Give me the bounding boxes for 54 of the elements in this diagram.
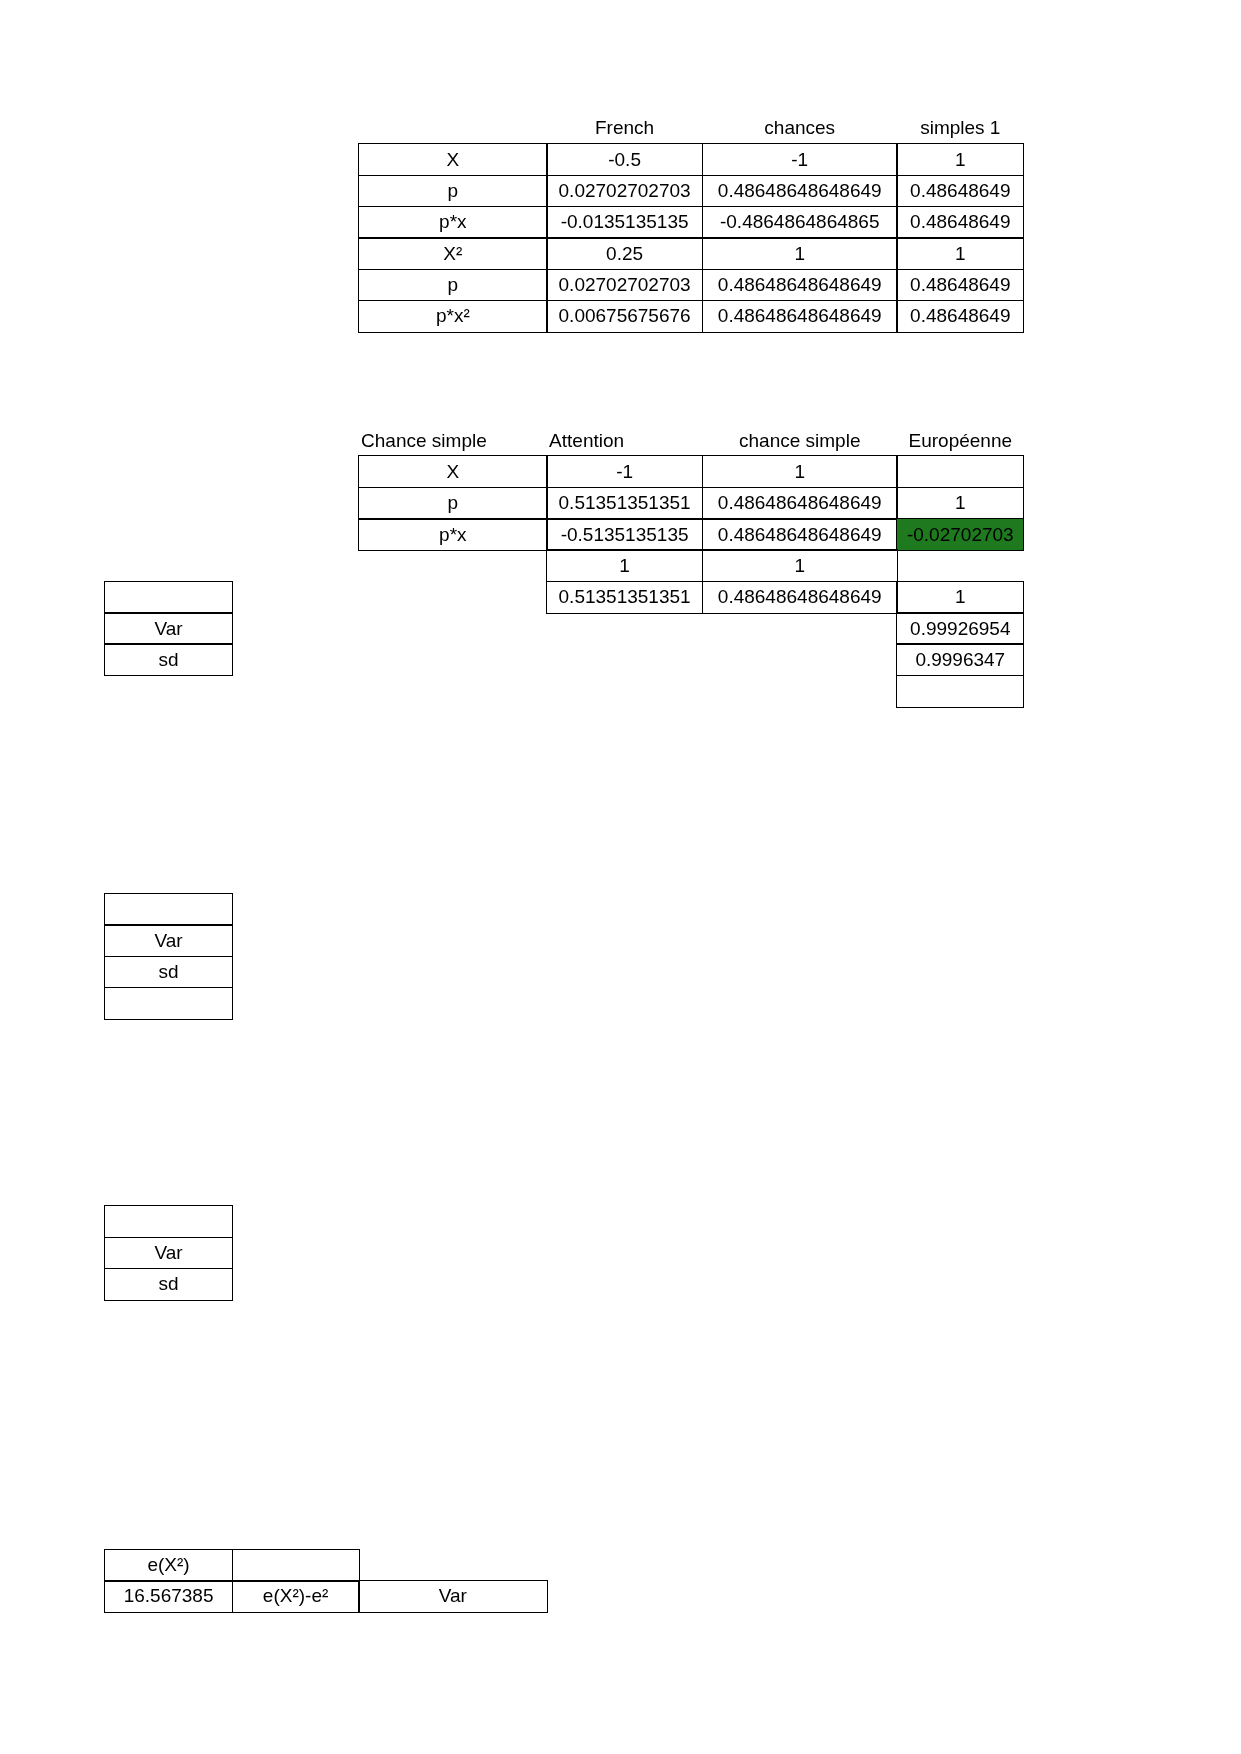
table-cell: 0.48648648648649: [701, 518, 898, 551]
table-cell: -0.5135135135: [546, 518, 704, 551]
table-cell: 0.99926954: [896, 612, 1025, 645]
table-cell: e(X²)-e²: [231, 1580, 360, 1613]
table-cell: -0.5: [546, 143, 704, 177]
table-cell: 1: [896, 143, 1025, 177]
table-cell: 1: [701, 455, 898, 489]
table-cell: 0.48648649: [896, 299, 1025, 333]
table-cell: 0.00675675676: [546, 299, 704, 333]
column-header: chance simple: [738, 428, 862, 453]
table-cell: 1: [701, 549, 898, 583]
table-cell: 0.51351351351: [546, 580, 704, 614]
highlighted-cell: -0.02702703: [896, 518, 1025, 551]
table-cell: p: [358, 174, 548, 208]
table-cell: -1: [701, 143, 898, 177]
table-cell: p*x: [358, 205, 548, 239]
table-cell: 0.48648649: [896, 174, 1025, 208]
table-cell: 1: [546, 549, 704, 583]
table-cell: X: [358, 143, 548, 177]
table-cell: p*x: [358, 518, 548, 551]
table-cell: p*x²: [358, 299, 548, 333]
table-cell: 0.48648648648649: [701, 486, 898, 520]
table-cell: 1: [701, 237, 898, 271]
table-cell: p: [358, 268, 548, 302]
table-cell: Var: [358, 1580, 548, 1613]
table-cell: sd: [104, 1267, 234, 1301]
table-cell: 1: [896, 237, 1025, 271]
table-cell: Var: [104, 924, 234, 958]
table-cell: 0.48648649: [896, 205, 1025, 239]
table-cell: 0.51351351351: [546, 486, 704, 520]
table-cell: Var: [104, 1236, 234, 1270]
table-cell: sd: [104, 955, 234, 989]
table-cell: 16.567385: [104, 1580, 234, 1613]
table-cell: sd: [104, 643, 234, 677]
column-header: French: [594, 116, 656, 141]
column-header: Chance simple: [360, 428, 488, 453]
column-header: chances: [763, 116, 837, 141]
column-header: Attention: [548, 428, 626, 453]
column-header: simples 1: [919, 116, 1002, 141]
table-cell: p: [358, 486, 548, 520]
table-cell: -0.4864864864865: [701, 205, 898, 239]
table-cell: 0.48648649: [896, 268, 1025, 302]
table-cell: 0.48648648648649: [701, 299, 898, 333]
table-cell: 0.9996347: [896, 643, 1025, 677]
table-cell: Var: [104, 612, 234, 645]
table-cell: 0.25: [546, 237, 704, 271]
table-cell: -1: [546, 455, 704, 489]
column-header: Européenne: [907, 428, 1014, 453]
table-cell: X²: [358, 237, 548, 271]
table-cell: 1: [896, 580, 1025, 614]
table-cell: -0.0135135135: [546, 205, 704, 239]
table-cell: e(X²): [104, 1548, 234, 1582]
table-cell: X: [358, 455, 548, 489]
table-cell: 0.48648648648649: [701, 580, 898, 614]
